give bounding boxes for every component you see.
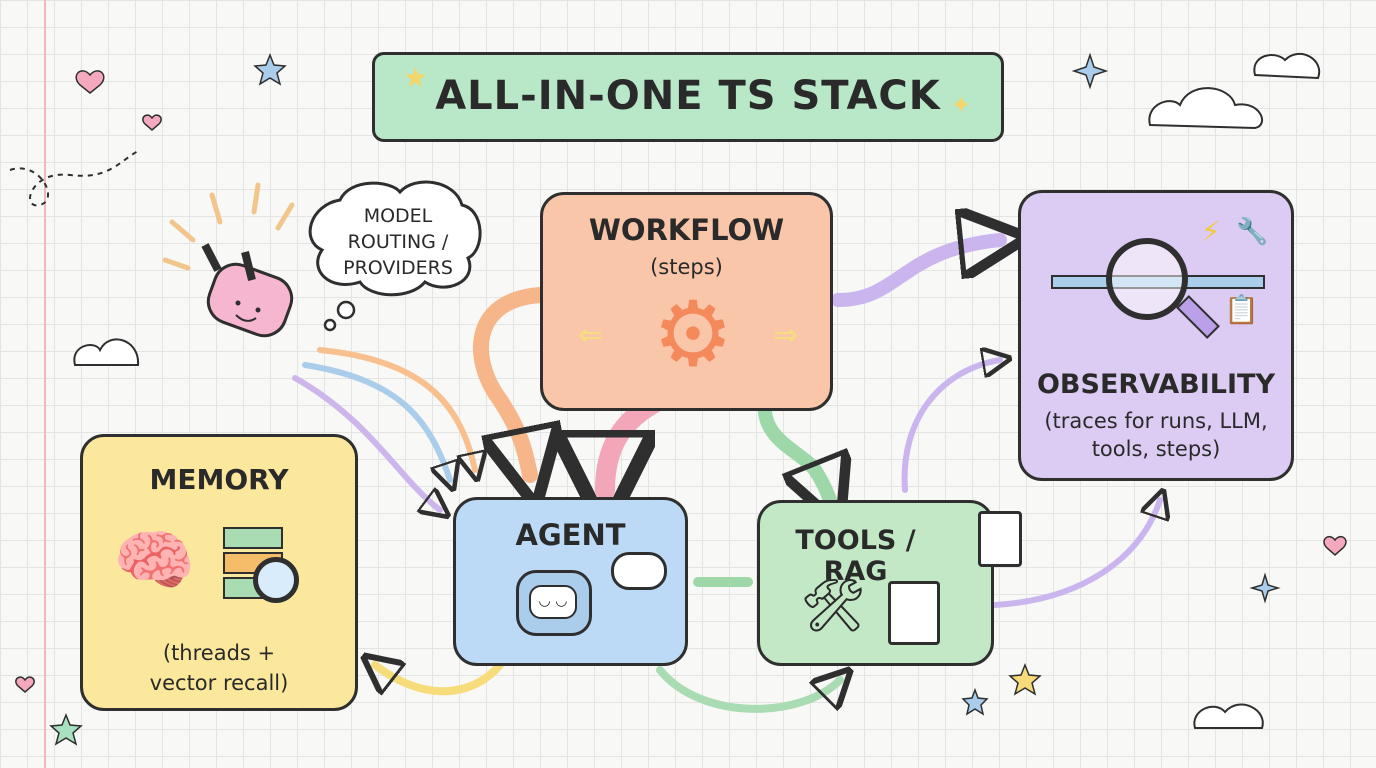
observability-box[interactable]: ⚡ 🔧 📋 OBSERVABILITY (traces for runs, LL… bbox=[1018, 190, 1294, 481]
agent-title: AGENT bbox=[515, 518, 626, 552]
wrench-screwdriver-icon: 🛠 bbox=[800, 576, 867, 636]
arrow-workflow-to-observability bbox=[831, 240, 1000, 307]
brain-icon: 🧠 bbox=[113, 522, 196, 599]
thought-bubble-text: MODEL ROUTING / PROVIDERS bbox=[318, 203, 478, 281]
tools-rag-box[interactable]: TOOLS / RAG 🛠 bbox=[757, 500, 1022, 666]
memory-box[interactable]: MEMORY 🧠 (threads + vector recall) bbox=[80, 434, 358, 711]
star-icons bbox=[49, 52, 1281, 746]
heart-icons bbox=[15, 70, 1347, 693]
bubble-line: MODEL bbox=[363, 205, 433, 227]
cloud-doodle-icon bbox=[1193, 703, 1264, 729]
notebook-margin-line bbox=[44, 0, 46, 768]
bubble-line: ROUTING / bbox=[347, 231, 449, 253]
title-text: ALL-IN-ONE TS STACK bbox=[435, 73, 941, 119]
cloud-doodle-icon bbox=[73, 338, 140, 366]
star-icon: ★ bbox=[403, 61, 429, 94]
cloud-doodle-icon bbox=[1148, 87, 1264, 130]
thought-cloud-icon bbox=[611, 552, 667, 590]
document-icon bbox=[978, 511, 1022, 567]
arrow-workflow-to-agent-orange bbox=[473, 287, 540, 475]
memory-title: MEMORY bbox=[149, 463, 289, 496]
arrow-agent-to-memory bbox=[375, 665, 504, 691]
tools-title: TOOLS / RAG bbox=[795, 525, 916, 587]
arrow-plug-to-agent-orange bbox=[317, 347, 475, 470]
memory-line-1: (threads + bbox=[162, 641, 276, 665]
memory-line-2: vector recall) bbox=[149, 671, 289, 695]
dashed-loop-doodle bbox=[9, 149, 141, 207]
arrow-workflow-to-agent-pink bbox=[605, 390, 670, 490]
observability-title: OBSERVABILITY bbox=[1036, 369, 1276, 400]
arrow-agent-to-tools-bottom bbox=[656, 670, 840, 713]
agent-box[interactable]: AGENT ◡ ◡ bbox=[453, 497, 688, 666]
arrow-tools-to-observability-lower bbox=[992, 500, 1160, 608]
plug-icon bbox=[162, 182, 295, 338]
gear-icon: ⚙ bbox=[652, 282, 734, 387]
sparkle-icon: ✦ bbox=[950, 91, 971, 119]
observability-line-1: (traces for runs, LLM, bbox=[1044, 409, 1268, 433]
title-banner: ALL-IN-ONE TS STACK ★ ✦ bbox=[372, 52, 1004, 142]
thought-cloud-icon bbox=[308, 180, 482, 332]
bubble-line: PROVIDERS bbox=[343, 257, 453, 279]
workflow-subtitle: (steps) bbox=[650, 255, 723, 279]
workflow-title: WORKFLOW bbox=[588, 213, 785, 247]
radiating-arrows-icon: ⇐⇒ bbox=[578, 317, 798, 353]
arrow-plug-to-agent-blue bbox=[302, 362, 450, 480]
observability-line-2: tools, steps) bbox=[1091, 437, 1221, 461]
arrow-plug-to-agent-purple bbox=[292, 375, 440, 510]
document-icon bbox=[888, 581, 940, 645]
cloud-doodle-icon bbox=[1253, 53, 1321, 80]
arrow-tools-to-observability bbox=[901, 360, 1000, 493]
workflow-box[interactable]: WORKFLOW (steps) ⚙ ⇐⇒ bbox=[540, 192, 833, 411]
arrow-workflow-to-tools bbox=[757, 393, 830, 500]
robot-icon: ◡ ◡ bbox=[516, 570, 592, 636]
database-search-icon bbox=[223, 527, 299, 603]
magnifier-trace-icon: ⚡ 🔧 📋 bbox=[1046, 215, 1268, 353]
